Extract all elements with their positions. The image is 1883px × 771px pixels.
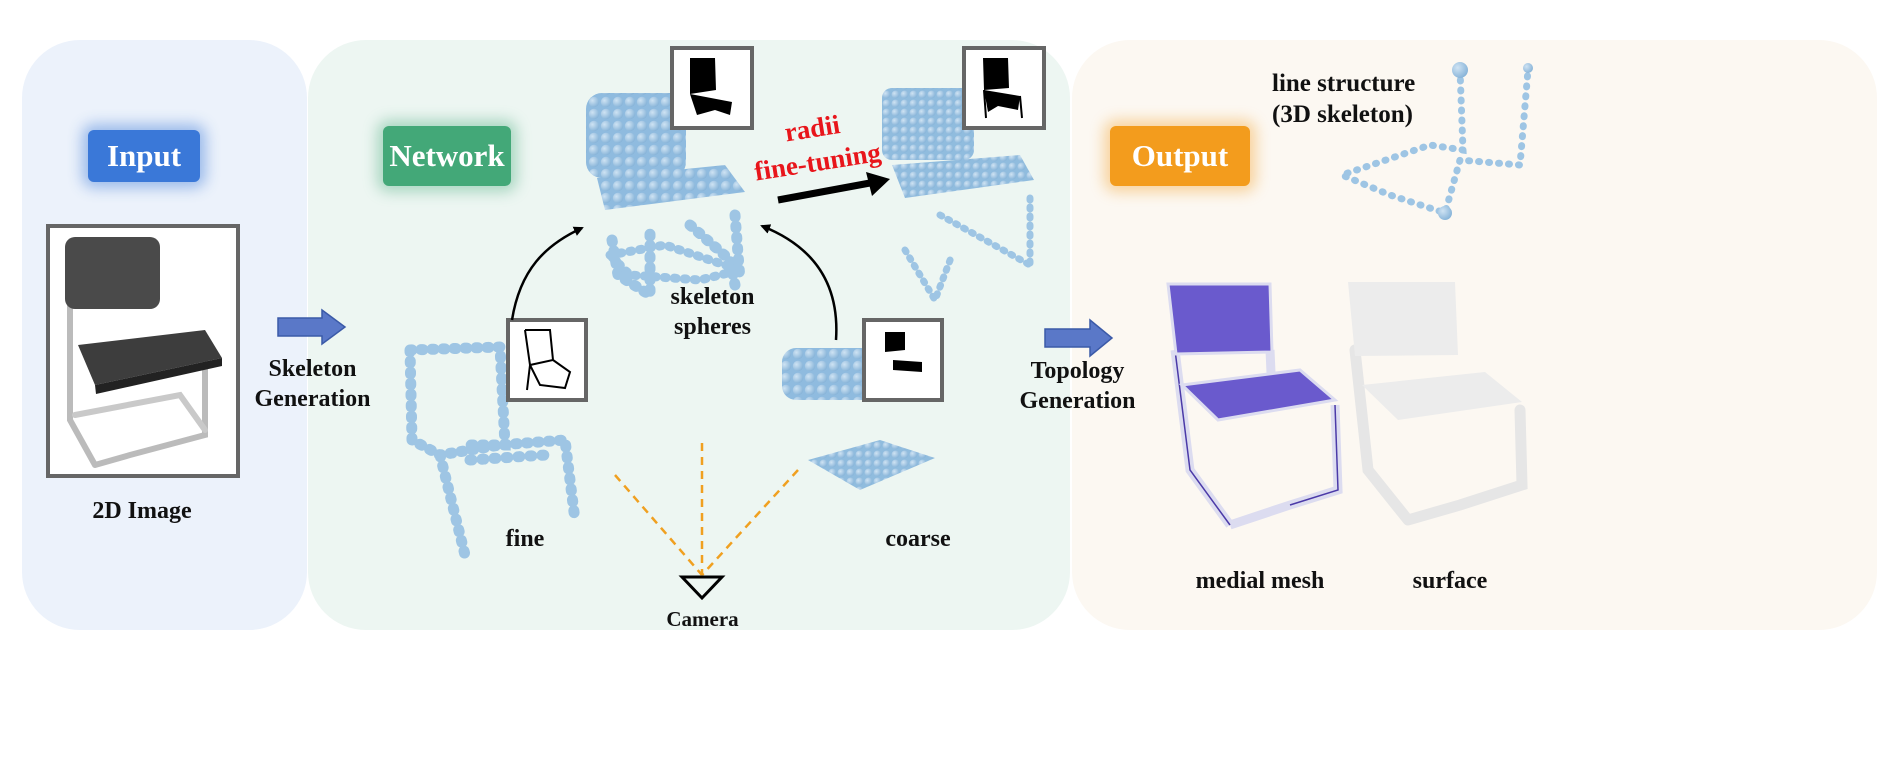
camera-frustum (614, 443, 799, 576)
topology-generation-arrow (1044, 318, 1114, 358)
topology-generation-label: Topology Generation (1005, 356, 1150, 416)
input-badge: Input (88, 130, 200, 182)
topology-generation-line2: Generation (1019, 388, 1136, 414)
skeleton-generation-arrow (277, 308, 347, 346)
medial-mesh-chair (1166, 282, 1343, 530)
skeleton-generation-line2: Generation (254, 386, 371, 412)
camera-label: Camera (666, 607, 739, 631)
skeleton-generation-line1: Skeleton (268, 356, 357, 382)
skeleton-spheres-line2: spheres (674, 314, 751, 340)
network-badge: Network (383, 126, 511, 186)
finetuned-thumbnail (962, 46, 1046, 130)
output-badge: Output (1110, 126, 1250, 186)
line-structure-line1: line structure (1272, 70, 1416, 97)
camera-icon (678, 575, 726, 601)
finetuned-chair (882, 88, 1034, 309)
coarse-to-spheres-arrow (760, 224, 838, 341)
medial-mesh-label: medial mesh (1195, 568, 1325, 594)
surface-label: surface (1412, 568, 1488, 594)
skeleton-spheres-chair (586, 93, 757, 305)
coarse-label: coarse (885, 526, 951, 552)
fine-thumbnail (506, 318, 588, 402)
radii-finetuning-arrow (777, 179, 871, 204)
skeleton-thumbnail (670, 46, 754, 130)
skeleton-spheres-line1: skeleton (670, 284, 755, 310)
line-structure-line2: (3D skeleton) (1272, 101, 1413, 129)
input-image-frame (46, 224, 240, 478)
topology-generation-line1: Topology (1030, 358, 1125, 384)
line-structure-label: line structure (3D skeleton) (1272, 68, 1452, 131)
fine-label: fine (505, 526, 545, 552)
coarse-skeleton (782, 348, 935, 490)
fine-skeleton-chair (404, 341, 581, 561)
skeleton-generation-label: Skeleton Generation (240, 354, 385, 414)
fine-to-spheres-arrow (510, 226, 584, 321)
input-caption: 2D Image (92, 498, 192, 524)
line-structure-skeleton (1332, 62, 1533, 220)
surface-chair (1348, 282, 1528, 526)
chair-photo (65, 237, 222, 468)
coarse-thumbnail (862, 318, 944, 402)
skeleton-spheres-label: skeleton spheres (655, 282, 770, 342)
